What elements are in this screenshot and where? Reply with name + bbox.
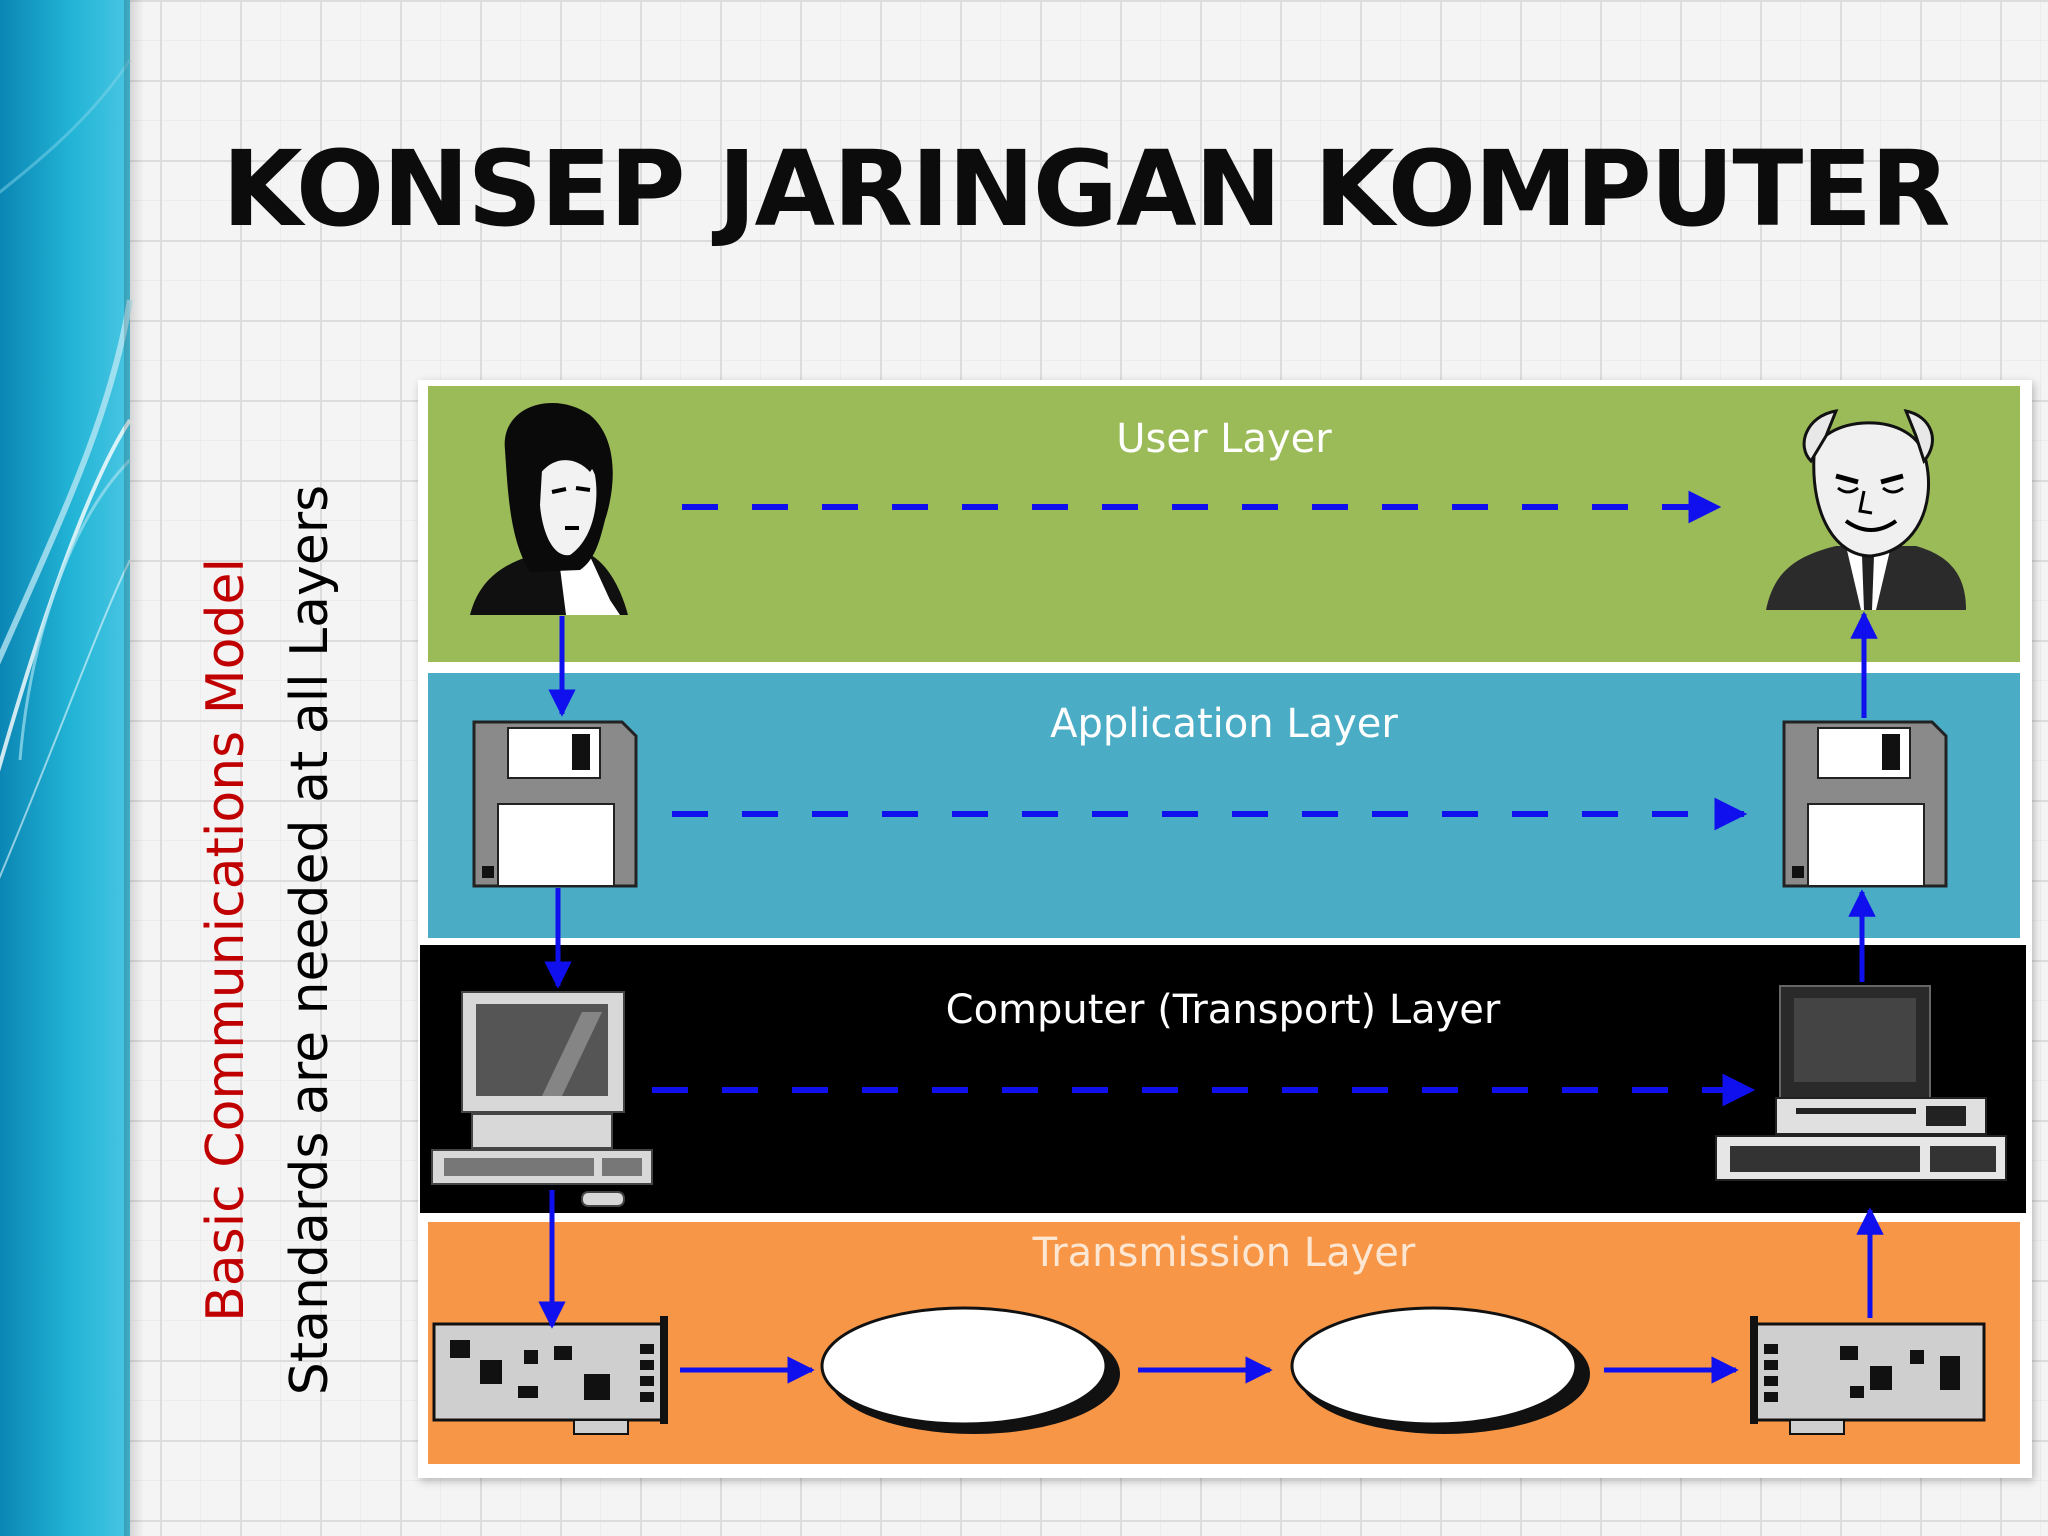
- side-band-shadow: [124, 0, 144, 1536]
- network-interface-card-icon-receiver: [1750, 1316, 1986, 1435]
- network-ellipse-icon-1: [820, 1306, 1120, 1434]
- man-portrait-icon: [1766, 408, 1966, 610]
- side-decor-band: [0, 0, 133, 1536]
- woman-portrait-icon: [470, 402, 628, 615]
- layer-label-transmission: Transmission Layer: [1032, 1230, 1416, 1276]
- layer-label-user: User Layer: [1116, 416, 1332, 462]
- network-interface-card-icon-sender: [432, 1316, 668, 1435]
- desktop-computer-icon-receiver: [1715, 985, 2007, 1181]
- floppy-disk-icon-sender: [472, 720, 638, 888]
- network-ellipse-icon-2: [1290, 1306, 1590, 1434]
- layer-application: Application Layer: [428, 673, 2020, 938]
- desktop-computer-icon-sender: [431, 991, 653, 1207]
- layer-user: User Layer: [428, 386, 2020, 662]
- floppy-disk-icon-receiver: [1782, 720, 1948, 888]
- slide-title: KONSEP JARINGAN KOMPUTER: [222, 128, 1950, 250]
- layer-label-application: Application Layer: [1050, 701, 1398, 747]
- layer-label-computer: Computer (Transport) Layer: [945, 987, 1501, 1033]
